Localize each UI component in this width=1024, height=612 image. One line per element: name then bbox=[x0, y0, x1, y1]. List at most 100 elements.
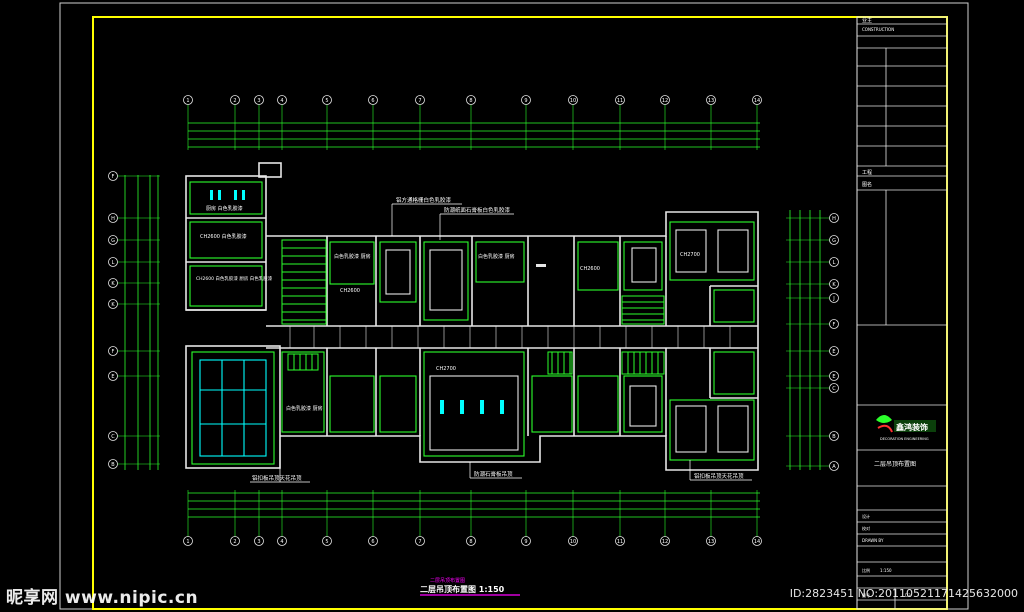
grid-bottom-1-0: 1 bbox=[186, 539, 189, 545]
tb-row-b: 校对 bbox=[862, 525, 870, 531]
grid-bottom-7-6-bubble bbox=[415, 536, 425, 546]
grid-right-A-10-bubble bbox=[829, 461, 839, 471]
grid-right-J-4: J bbox=[832, 296, 834, 302]
grid-right-G-1-bubble bbox=[829, 235, 839, 245]
grid-bottom-14-13-bubble bbox=[752, 536, 762, 546]
tb-row-a: 设计 bbox=[862, 513, 870, 519]
grid-bottom-3-2-bubble bbox=[254, 536, 264, 546]
grid-top-10-9: 10 bbox=[570, 98, 576, 104]
grid-right-H-0-bubble bbox=[829, 213, 839, 223]
grid-bottom-8-7-bubble bbox=[466, 536, 476, 546]
grid-top-9-8: 9 bbox=[524, 98, 527, 104]
grid-left-E-7-bubble bbox=[108, 371, 118, 381]
drawing-title-group: 二层吊顶布置图 二层吊顶布置图 1:150 bbox=[420, 577, 520, 596]
grid-left-C-8: C bbox=[111, 434, 115, 440]
title-block: 业主 CONSTRUCTION 工程 图名 鑫鸿装饰 DECORATION EN… bbox=[856, 16, 948, 610]
room-note-9: 白色乳胶漆 厨房 bbox=[286, 405, 323, 412]
company-logo bbox=[876, 415, 936, 433]
tb-project-label: 工程 bbox=[862, 169, 872, 176]
tb-sheet-label: 图号 bbox=[862, 592, 870, 598]
grid-top-6-5-bubble bbox=[368, 95, 378, 105]
grid-left-K-4: K bbox=[111, 281, 115, 287]
dimension-lines-top bbox=[188, 122, 760, 148]
grid-left-C-8-bubble bbox=[108, 431, 118, 441]
grid-left-G-2-bubble bbox=[108, 235, 118, 245]
grid-bottom-5-4: 5 bbox=[325, 539, 328, 545]
grid-bottom-5-4-bubble bbox=[322, 536, 332, 546]
grid-right-C-8-bubble bbox=[829, 383, 839, 393]
grid-top-13-12: 13 bbox=[708, 98, 714, 104]
dimension-lines-bottom bbox=[188, 492, 760, 518]
grid-bottom-4-3-bubble bbox=[277, 536, 287, 546]
dimension-lines-right bbox=[789, 210, 821, 470]
callout-bottom-a: 铝扣板吊顶天花吊顶 bbox=[252, 474, 302, 482]
room-note-5: CH2600 bbox=[340, 288, 360, 294]
grid-top-3-2-bubble bbox=[254, 95, 264, 105]
grid-bottom-11-10-bubble bbox=[615, 536, 625, 546]
drawing-title-note: 二层吊顶布置图 bbox=[430, 577, 465, 584]
grid-right-C-8: C bbox=[832, 386, 836, 392]
callout-top-b: 防潮纸面石膏板白色乳胶漆 bbox=[444, 206, 511, 214]
tb-row-c: DRAWN BY bbox=[862, 538, 884, 543]
grid-bottom-4-3: 4 bbox=[280, 539, 283, 545]
grid-left-L-3-bubble bbox=[108, 257, 118, 267]
grid-bottom-6-5: 6 bbox=[371, 539, 374, 545]
grid-left-G-2: G bbox=[111, 238, 115, 244]
tb-drawing-name: 二层吊顶布置图 bbox=[874, 460, 916, 468]
grid-bottom-3-2: 3 bbox=[257, 539, 260, 545]
room-note-7: CH2700 bbox=[436, 366, 456, 372]
room-note-8: CH2600 bbox=[580, 266, 600, 272]
grid-bottom-9-8-bubble bbox=[521, 536, 531, 546]
grid-bottom-10-9-bubble bbox=[568, 536, 578, 546]
grid-right-K-3-bubble bbox=[829, 279, 839, 289]
grid-top-10-9-bubble bbox=[568, 95, 578, 105]
grid-bottom-7-6: 7 bbox=[418, 539, 421, 545]
grid-right-K-3: K bbox=[832, 282, 836, 288]
grid-bottom-8-7: 8 bbox=[469, 539, 472, 545]
grid-bottom-13-12: 13 bbox=[708, 539, 714, 545]
tb-scale-value: 1:150 bbox=[880, 568, 892, 573]
watermark-right: ID:2823451 NO:20110521171425632000 bbox=[789, 587, 1018, 600]
grid-bottom-10-9: 10 bbox=[570, 539, 576, 545]
room-note-10: CH2700 bbox=[680, 252, 700, 258]
room-notes: 厨房 白色乳胶漆 CH2600 白色乳胶漆 CH2600 白色乳胶漆 厨房 白色… bbox=[196, 205, 700, 412]
grid-bottom-2-1: 2 bbox=[233, 539, 236, 545]
grid-right-A-10: A bbox=[832, 464, 836, 470]
dimension-lines-left bbox=[124, 175, 159, 470]
grid-left-F-0-bubble bbox=[108, 171, 118, 181]
tb-company-sub: DECORATION ENGINEERING bbox=[880, 437, 929, 441]
light-fixtures bbox=[210, 190, 546, 414]
grid-top-12-11: 12 bbox=[662, 98, 668, 104]
grid-right-J-4-bubble bbox=[829, 293, 839, 303]
grid-top-7-6: 7 bbox=[418, 98, 421, 104]
grid-top-11-10-bubble bbox=[615, 95, 625, 105]
grid-left-E-7: E bbox=[111, 374, 114, 380]
grid-top-5-4-bubble bbox=[322, 95, 332, 105]
grid-left-K-5: K bbox=[111, 302, 115, 308]
room-note-1: 厨房 白色乳胶漆 bbox=[206, 205, 243, 212]
grid-right-E-6-bubble bbox=[829, 346, 839, 356]
grid-top-5-4: 5 bbox=[325, 98, 328, 104]
grid-top-8-7: 8 bbox=[469, 98, 472, 104]
grid-left-F-0: F bbox=[112, 174, 115, 180]
grid-top-13-12-bubble bbox=[706, 95, 716, 105]
grid-top-1-0-bubble bbox=[183, 95, 193, 105]
grid-right-L-2-bubble bbox=[829, 257, 839, 267]
grid-top-3-2: 3 bbox=[257, 98, 260, 104]
grid-right-F-5: F bbox=[833, 322, 836, 328]
grid-top-7-6-bubble bbox=[415, 95, 425, 105]
grid-bottom-12-11-bubble bbox=[660, 536, 670, 546]
tb-drawing-label: 图名 bbox=[862, 181, 872, 188]
room-note-6: 白色乳胶漆 厨房 bbox=[478, 253, 515, 260]
grid-top-6-5: 6 bbox=[371, 98, 374, 104]
building-walls bbox=[185, 162, 759, 471]
grid-top-1-0: 1 bbox=[186, 98, 189, 104]
room-note-2: CH2600 白色乳胶漆 bbox=[200, 233, 247, 240]
grid-right-B-9: B bbox=[832, 434, 836, 440]
room-note-4: 白色乳胶漆 厨房 bbox=[334, 253, 371, 260]
grid-left-K-4-bubble bbox=[108, 278, 118, 288]
grid-top-12-11-bubble bbox=[660, 95, 670, 105]
